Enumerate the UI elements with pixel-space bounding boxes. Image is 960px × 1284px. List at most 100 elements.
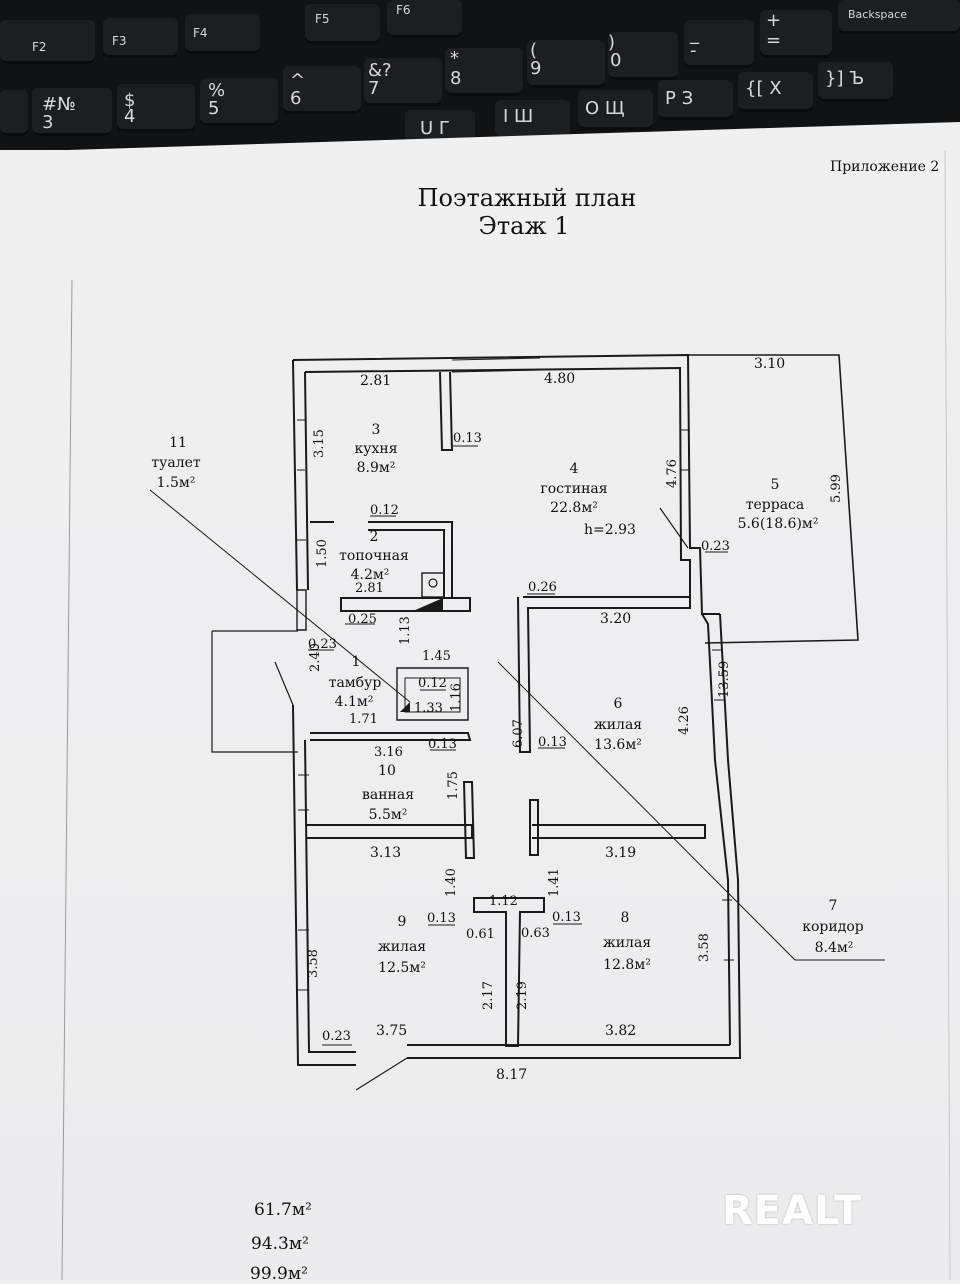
dim-total-width: 8.17 [496, 1067, 528, 1083]
key-equals-top: + [766, 10, 782, 31]
room-4-name: гостиная [540, 481, 608, 497]
keyboard: F2 F3 F4 F5 F6 Backspace #№ 3 $ 4 % 5 ^ … [0, 0, 960, 150]
key-4 [117, 84, 195, 132]
dim-room8-wall: 0.13 [552, 910, 581, 925]
room-9-area: 12.5м² [378, 960, 426, 976]
room-9-name: жилая [377, 939, 427, 955]
appendix-label: Приложение 2 [830, 159, 940, 175]
key-5 [200, 78, 278, 126]
dim-room8-top: 3.19 [605, 845, 637, 861]
dim-room8-door: 1.41 [547, 868, 562, 897]
key-3 [32, 88, 112, 136]
room-2-name: топочная [339, 548, 409, 564]
dim-partition-right: 0.63 [521, 926, 550, 941]
key-4-top: $ [124, 90, 136, 111]
dim-wc-height: 1.16 [449, 683, 464, 712]
key-3-main: 3 [42, 112, 54, 133]
dim-boiler-bottom-wall: 0.25 [348, 612, 377, 627]
key-f3-label: F3 [112, 34, 127, 48]
dim-kitchen-wall: 0.13 [453, 431, 482, 446]
dim-terrace-width: 3.10 [754, 356, 786, 372]
key-6-main: 6 [290, 88, 302, 109]
room-10-name: ванная [361, 787, 415, 803]
dim-terrace-wall: 0.23 [701, 539, 730, 554]
dim-boiler-wall: 0.12 [370, 503, 399, 518]
key-6-top: ^ [290, 70, 306, 91]
dim-room9-wall: 0.13 [427, 911, 456, 926]
dim-living-height: 4.76 [665, 459, 680, 488]
dim-room6-wall-top: 0.26 [528, 580, 557, 595]
room-4-area: 22.8м² [550, 500, 598, 516]
room-9-number: 9 [397, 914, 407, 930]
key-f2 [0, 20, 95, 64]
key-bracket-right-label: }] Ъ [825, 68, 865, 89]
key-f2-label: F2 [32, 40, 47, 54]
dim-partition-left: 0.61 [466, 927, 495, 942]
key-9-top: ( [530, 40, 538, 61]
room-1-number: 1 [351, 654, 361, 670]
room-2-number: 2 [369, 529, 379, 545]
dim-room9-door: 1.40 [444, 868, 459, 897]
key-bracket-left-label: {[ Х [745, 78, 782, 99]
key-2 [0, 90, 28, 136]
key-8 [445, 48, 523, 96]
room-11-area: 1.5м² [156, 475, 196, 491]
dim-bath-height: 1.75 [446, 771, 461, 800]
dim-room8-width: 3.82 [605, 1023, 637, 1039]
room-8-area: 12.8м² [603, 957, 651, 973]
room-5-number: 5 [770, 477, 780, 493]
key-8-top: * [450, 48, 459, 69]
key-p-label: P З [665, 88, 694, 109]
key-backspace-label: Backspace [848, 8, 907, 21]
key-7-main: 7 [368, 78, 380, 99]
key-0-top: ) [608, 32, 616, 53]
dim-partition-width: 1.12 [489, 894, 518, 909]
dim-room6-wall: 0.13 [538, 735, 567, 750]
key-p [658, 80, 733, 120]
key-5-main: 5 [208, 98, 220, 119]
total-area-3: 99.9м² [250, 1264, 308, 1284]
dim-wc-width: 1.33 [414, 701, 443, 716]
dim-left-wall: 0.23 [308, 637, 337, 652]
key-i [495, 100, 570, 140]
room-7-number: 7 [828, 898, 838, 914]
room-2-area: 4.2м² [350, 567, 390, 583]
key-3-top: #№ [42, 94, 76, 115]
dim-room6-width: 3.20 [600, 611, 632, 627]
key-0 [608, 32, 678, 80]
paper-sheet [0, 122, 960, 1280]
room-6-name: жилая [593, 717, 643, 733]
room-11-name: туалет [151, 455, 201, 471]
dim-terrace-height: 5.99 [829, 474, 844, 503]
room-10-number: 10 [378, 763, 396, 779]
key-f4 [185, 14, 260, 54]
total-area-1: 61.7м² [254, 1200, 312, 1220]
dim-total-height: 13.59 [717, 660, 732, 698]
key-f5 [305, 4, 380, 44]
key-equals-main: = [766, 30, 782, 51]
room-11-number: 11 [169, 435, 187, 451]
key-o [578, 90, 653, 130]
room-3-area: 8.9м² [356, 460, 396, 476]
key-bracket-right [818, 62, 893, 102]
dim-wc-bottom-wall: 0.13 [428, 737, 457, 752]
key-4-main: 4 [124, 106, 136, 127]
dim-boiler-height: 1.50 [315, 539, 330, 568]
room-6-number: 6 [613, 696, 623, 712]
dim-bath-width: 3.13 [370, 845, 402, 861]
dim-room8-height: 3.58 [697, 933, 712, 962]
room-5-area: 5.6(18.6)м² [737, 516, 819, 532]
room-8-name: жилая [602, 935, 652, 951]
dim-room6-height: 4.26 [677, 706, 692, 735]
key-i-label: I Ш [503, 106, 534, 127]
dim-kitchen-height: 3.15 [312, 429, 327, 458]
room-4-height: h=2.93 [584, 522, 636, 538]
key-0-main: 0 [610, 50, 622, 71]
dim-boiler-width: 2.81 [355, 581, 384, 596]
room-3-name: кухня [354, 441, 398, 457]
key-f6-label: F6 [396, 3, 411, 17]
dim-room6-height-left: 6.07 [511, 719, 526, 748]
key-f3 [103, 18, 178, 58]
key-backspace [838, 0, 960, 34]
